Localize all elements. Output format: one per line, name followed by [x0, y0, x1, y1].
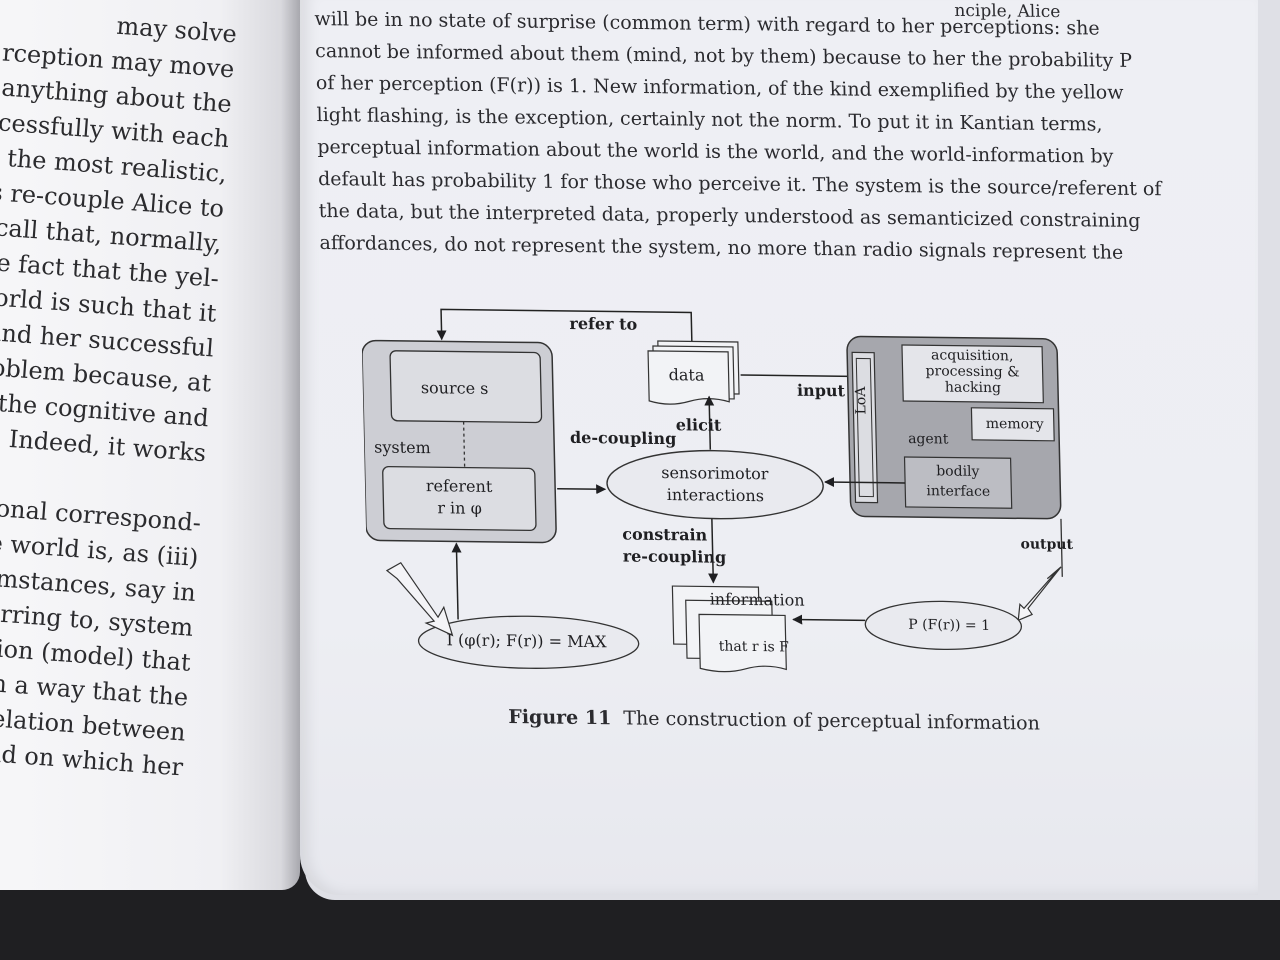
source-label: source s: [420, 378, 489, 398]
input-hollow-arrow: [385, 561, 454, 637]
caption-text: The construction of perceptual informati…: [623, 707, 1041, 735]
elicit-arrow: [704, 395, 715, 450]
information-label: information: [709, 589, 805, 610]
refer-to-arrow: [436, 308, 693, 350]
mutual-info-ellipse: [417, 615, 640, 669]
diagram-shapes: [361, 308, 1063, 673]
output-line: [1060, 518, 1063, 577]
body-line: light flashing, is the exception, certai…: [316, 103, 1103, 136]
referent-box: [382, 466, 537, 532]
elicit-label: elicit: [675, 415, 722, 435]
source-referent-link: [462, 421, 466, 468]
source-box: [389, 350, 543, 424]
sensorimotor-label: sensorimotor: [661, 462, 769, 484]
sensorimotor-ellipse: [606, 449, 824, 520]
loa-bar: [851, 351, 879, 504]
data-page: [647, 350, 730, 405]
acquisition-label: acquisition,: [930, 347, 1014, 365]
information-page: [698, 613, 787, 673]
figure-caption: Figure 11 The construction of perceptual …: [508, 706, 1040, 734]
decoupling-label: de-coupling: [569, 427, 677, 449]
left-line: tational correspond-: [0, 491, 202, 538]
left-line: and her successful: [0, 318, 215, 363]
memory-label: memory: [985, 415, 1044, 433]
agent-label: agent: [907, 431, 949, 448]
refer-to-label: refer to: [569, 313, 638, 334]
referent-label: referent: [425, 476, 493, 496]
body-line: of her perception (F(r)) is 1. New infor…: [315, 71, 1124, 104]
body-line: affordances, do not represent the system…: [319, 231, 1124, 264]
constrain-arrow: [708, 518, 719, 584]
body-line: cannot be informed about them (mind, not…: [314, 39, 1133, 72]
left-page: [0, 0, 300, 890]
decoupling-arrow: [557, 484, 607, 495]
left-line: may solve: [115, 11, 238, 49]
body-line: default has probability 1 for those who …: [317, 167, 1162, 201]
right-page-content: nciple, Alice will be in no state of sur…: [314, 0, 1161, 779]
processing-label: processing &: [925, 363, 1020, 381]
constrain-label: constrain: [621, 524, 708, 545]
output-hollow-arrow: [1017, 566, 1062, 622]
data-label: data: [668, 365, 705, 385]
loa-label: LoA: [852, 386, 870, 415]
referent-phi-label: r in φ: [437, 498, 483, 518]
output-label: output: [1020, 536, 1074, 553]
interface-label: interface: [926, 483, 991, 501]
body-line: perceptual information about the world i…: [317, 135, 1114, 168]
mutual-info-label: I (φ(r); F(r)) = MAX: [446, 630, 607, 652]
recoupling-label: re-coupling: [622, 546, 727, 567]
input-label: input: [796, 380, 846, 401]
loa-inner: [855, 357, 874, 498]
body-line: the data, but the interpreted data, prop…: [318, 199, 1141, 232]
probability-ellipse: [864, 600, 1023, 651]
caption-label: Figure 11: [508, 705, 612, 730]
bodily-label: bodily: [936, 463, 980, 480]
system-label: system: [373, 437, 431, 458]
that-r-is-f-label: that r is F: [718, 638, 790, 656]
figure-11-diagram: refer to data input source s system refe…: [361, 300, 1090, 709]
interactions-label: interactions: [666, 485, 765, 506]
agent-to-sensorimotor-arrow: [824, 477, 906, 488]
probability-label: P (F(r)) = 1: [908, 616, 991, 634]
bodily-interface-box: [903, 456, 1013, 509]
hacking-label: hacking: [944, 379, 1002, 397]
mutual-info-to-referent-arrow: [451, 542, 462, 620]
acquisition-box: [901, 344, 1044, 404]
memory-box: [970, 407, 1055, 442]
probability-to-information-arrow: [792, 614, 866, 625]
